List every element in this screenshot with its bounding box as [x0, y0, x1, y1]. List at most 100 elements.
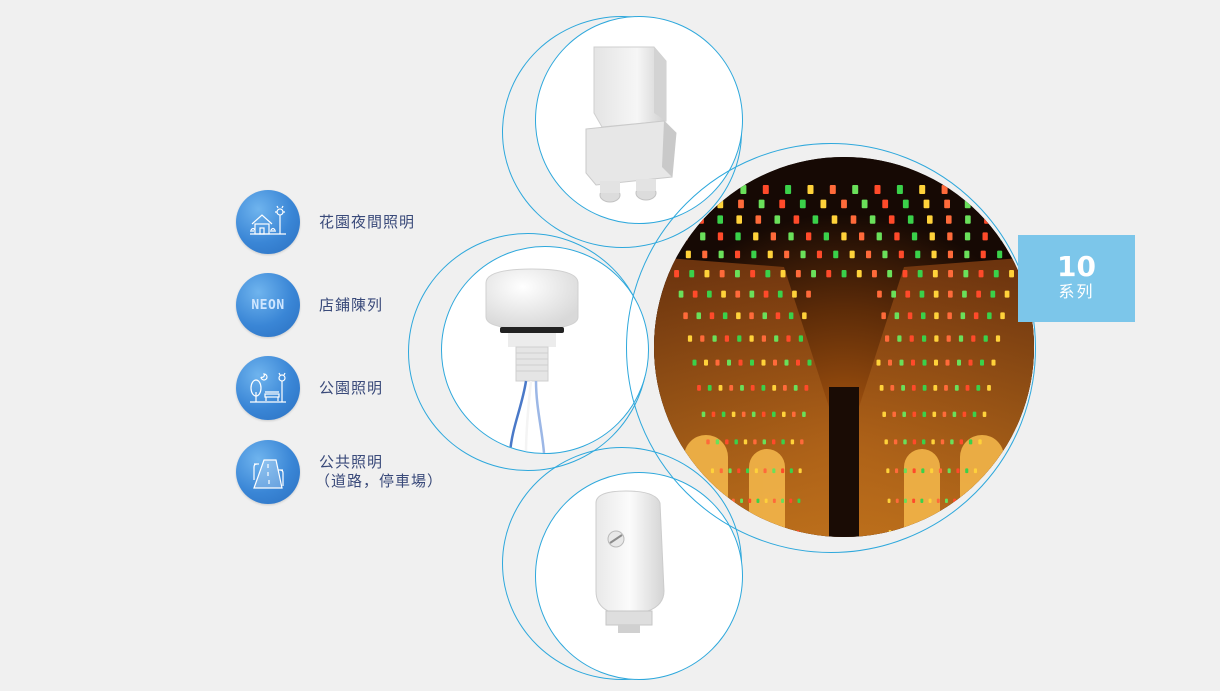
led-light	[754, 468, 758, 474]
led-light	[831, 215, 838, 224]
led-light	[919, 185, 926, 194]
led-light	[940, 439, 945, 445]
led-light	[692, 359, 697, 366]
series-number: 10	[1057, 250, 1096, 283]
led-light	[912, 439, 917, 445]
led-light	[722, 312, 728, 320]
led-light	[983, 335, 988, 342]
led-light	[770, 232, 776, 241]
led-light	[931, 250, 937, 259]
led-light	[911, 232, 918, 241]
led-light	[990, 290, 996, 298]
led-light	[696, 312, 701, 320]
led-light	[731, 411, 736, 417]
led-light	[898, 250, 904, 259]
led-light	[683, 312, 688, 320]
led-light	[946, 215, 952, 224]
led-light	[978, 270, 984, 278]
led-light	[753, 232, 759, 241]
illuminated-street-photo	[654, 157, 1034, 537]
led-light	[795, 270, 801, 278]
led-light	[947, 468, 951, 474]
led-light	[912, 498, 916, 503]
led-light	[852, 185, 859, 194]
led-light	[934, 530, 938, 535]
led-light	[877, 290, 882, 298]
led-light	[957, 530, 961, 535]
led-light	[779, 199, 786, 209]
led-light	[901, 385, 905, 391]
led-light	[793, 385, 798, 391]
led-light	[797, 498, 801, 503]
led-light	[888, 215, 895, 224]
led-light	[718, 250, 724, 259]
led-light	[884, 439, 888, 445]
led-light	[772, 498, 776, 503]
led-light	[756, 498, 760, 503]
led-light	[931, 439, 935, 445]
led-light	[741, 411, 746, 417]
led-light	[942, 411, 947, 417]
led-light	[807, 359, 812, 366]
led-light	[972, 411, 977, 417]
led-light	[950, 439, 954, 445]
led-light	[887, 498, 891, 503]
product-disc	[441, 246, 649, 454]
led-light	[893, 439, 898, 445]
led-light	[903, 439, 907, 445]
led-light	[792, 411, 796, 417]
led-light	[783, 385, 787, 391]
application-item-park: 公園照明	[236, 356, 383, 420]
compact-sensor-icon	[595, 490, 665, 633]
led-light	[802, 411, 806, 417]
led-light	[700, 335, 705, 342]
application-item-shop: NEON 店鋪陳列	[236, 273, 383, 337]
led-light	[710, 468, 714, 474]
led-light	[991, 359, 996, 366]
led-light	[715, 359, 720, 366]
led-light	[980, 359, 984, 366]
application-item-public: 公共照明 （道路，停車場）	[236, 440, 443, 504]
led-light	[772, 411, 776, 417]
led-light	[796, 359, 800, 366]
led-light	[969, 498, 973, 503]
led-light	[973, 468, 977, 474]
led-light	[965, 530, 968, 535]
led-light	[750, 385, 755, 391]
led-light	[922, 439, 926, 445]
led-light	[902, 411, 906, 417]
led-light	[735, 270, 740, 278]
led-light	[1022, 215, 1028, 224]
led-light	[885, 335, 890, 342]
led-light	[763, 468, 767, 474]
led-light	[959, 439, 963, 445]
led-light	[849, 250, 855, 259]
led-light	[780, 270, 786, 278]
led-light	[887, 270, 893, 278]
led-light	[933, 290, 939, 298]
led-light	[811, 270, 816, 278]
led-light	[735, 290, 741, 298]
led-light	[1000, 312, 1005, 320]
led-light	[798, 468, 802, 474]
led-light	[678, 290, 684, 298]
led-light	[729, 385, 734, 391]
led-light	[987, 312, 992, 320]
led-light	[872, 270, 877, 278]
led-light	[687, 335, 693, 342]
led-light	[902, 199, 909, 209]
led-light	[962, 290, 967, 298]
led-light	[724, 335, 729, 342]
led-light	[882, 199, 889, 209]
led-light	[758, 199, 765, 209]
product-disc	[535, 472, 743, 680]
led-light	[826, 270, 832, 278]
led-light	[790, 439, 795, 445]
application-label: 店鋪陳列	[319, 295, 384, 314]
led-light	[704, 270, 710, 278]
application-label: 公共照明 （道路，停車場）	[315, 453, 443, 491]
led-light	[964, 250, 970, 259]
led-light	[917, 270, 923, 278]
led-light	[934, 335, 939, 342]
led-light	[879, 385, 884, 391]
